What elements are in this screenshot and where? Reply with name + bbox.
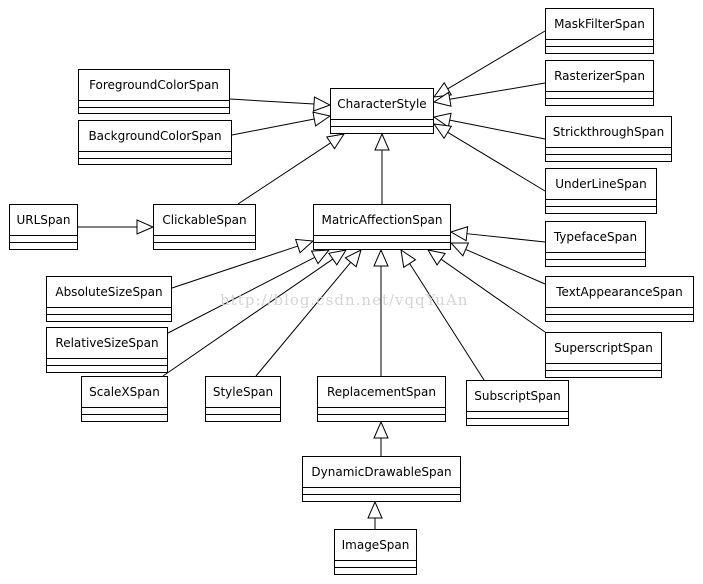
inheritance-arrowhead-foreground-color-span [313, 96, 332, 112]
class-replacement-span: ReplacementSpan [317, 376, 446, 422]
inheritance-line-rasterizer-span [449, 82, 546, 100]
class-url-span: URLSpan [9, 204, 78, 250]
class-name: ScaleXSpan [82, 377, 167, 408]
inheritance-line-mask-filter-span [447, 30, 546, 90]
inheritance-line-strikethrough-span [449, 119, 546, 140]
class-name: StrickthroughSpan [546, 117, 671, 148]
class-relative-size-span: RelativeSizeSpan [46, 327, 168, 373]
class-strikethrough-span: StrickthroughSpan [545, 116, 672, 162]
class-absolute-size-span: AbsoluteSizeSpan [46, 276, 172, 322]
inheritance-line-typeface-span [466, 233, 546, 243]
inheritance-line-foreground-color-span [229, 98, 315, 105]
class-name: URLSpan [10, 205, 77, 236]
inheritance-arrowhead-metric-affecting-span [374, 132, 390, 151]
class-name: ClickableSpan [154, 205, 255, 236]
class-name: SubscriptSpan [467, 381, 568, 412]
inheritance-line-underline-span [447, 131, 546, 192]
class-name: CharacterStyle [331, 89, 433, 120]
class-name: MaskFilterSpan [546, 9, 653, 40]
class-underline-span: UnderLineSpan [545, 168, 657, 214]
inheritance-arrowhead-relative-size-span [310, 249, 331, 265]
class-name: UnderLineSpan [546, 169, 656, 200]
class-name: DynamicDrawableSpan [303, 457, 460, 488]
inheritance-line-style-span [255, 261, 352, 377]
inheritance-arrowhead-underline-span [432, 123, 453, 140]
inheritance-arrowhead-scale-x-span [328, 249, 348, 266]
inheritance-arrowhead-style-span [344, 249, 362, 268]
class-rasterizer-span: RasterizerSpan [545, 60, 654, 106]
inheritance-arrowhead-strikethrough-span [432, 112, 452, 128]
class-dynamic-drawable-span: DynamicDrawableSpan [302, 456, 461, 502]
inheritance-line-text-appearance-span [465, 248, 546, 285]
class-name: RelativeSizeSpan [47, 328, 167, 359]
class-name: TypefaceSpan [546, 222, 645, 253]
class-name: BackgroundColorSpan [79, 121, 231, 152]
class-text-appearance-span: TextAppearanceSpan [545, 276, 694, 322]
inheritance-line-subscript-span [409, 263, 485, 381]
inheritance-line-scale-x-span [162, 258, 334, 377]
inheritance-arrowhead-replacement-span [373, 248, 389, 267]
inheritance-arrowhead-url-span [136, 219, 155, 235]
class-style-span: StyleSpan [205, 376, 281, 422]
watermark: http://blog.csdn.net/vqqYuAn [220, 291, 469, 309]
inheritance-arrowhead-image-span [367, 500, 383, 519]
inheritance-line-superscript-span [440, 258, 546, 333]
class-name: SuperscriptSpan [546, 333, 661, 364]
inheritance-arrowhead-typeface-span [449, 226, 469, 242]
class-superscript-span: SuperscriptSpan [545, 332, 662, 378]
class-name: ImageSpan [335, 530, 416, 561]
class-foreground-color-span: ForegroundColorSpan [78, 69, 230, 114]
inheritance-arrowhead-text-appearance-span [449, 242, 470, 257]
class-name: AbsoluteSizeSpan [47, 277, 171, 308]
inheritance-arrowhead-clickable-span [325, 133, 346, 150]
class-scale-x-span: ScaleXSpan [81, 376, 168, 422]
class-mask-filter-span: MaskFilterSpan [545, 8, 654, 54]
class-image-span: ImageSpan [334, 529, 417, 575]
class-typeface-span: TypefaceSpan [545, 221, 646, 267]
inheritance-arrowhead-background-color-span [312, 111, 332, 127]
class-name: StyleSpan [206, 377, 280, 408]
inheritance-arrowhead-dynamic-drawable-span [373, 420, 389, 439]
inheritance-line-clickable-span [237, 142, 331, 205]
inheritance-line-background-color-span [231, 118, 315, 136]
class-clickable-span: ClickableSpan [153, 204, 256, 250]
inheritance-arrowhead-subscript-span [400, 248, 417, 269]
class-name: ReplacementSpan [318, 377, 445, 408]
inheritance-arrowhead-superscript-span [426, 249, 446, 266]
class-background-color-span: BackgroundColorSpan [78, 120, 232, 165]
class-name: ForegroundColorSpan [79, 70, 229, 101]
class-character-style: CharacterStyle [330, 88, 434, 134]
class-metric-affecting-span: MatricAffectionSpan [313, 204, 451, 250]
inheritance-line-absolute-size-span [171, 245, 298, 289]
class-name: TextAppearanceSpan [546, 277, 693, 308]
class-subscript-span: SubscriptSpan [466, 380, 569, 426]
class-name: MatricAffectionSpan [314, 205, 450, 236]
inheritance-arrowhead-rasterizer-span [432, 91, 452, 107]
inheritance-line-relative-size-span [167, 256, 316, 334]
inheritance-arrowhead-absolute-size-span [294, 238, 315, 254]
class-name: RasterizerSpan [546, 61, 653, 92]
